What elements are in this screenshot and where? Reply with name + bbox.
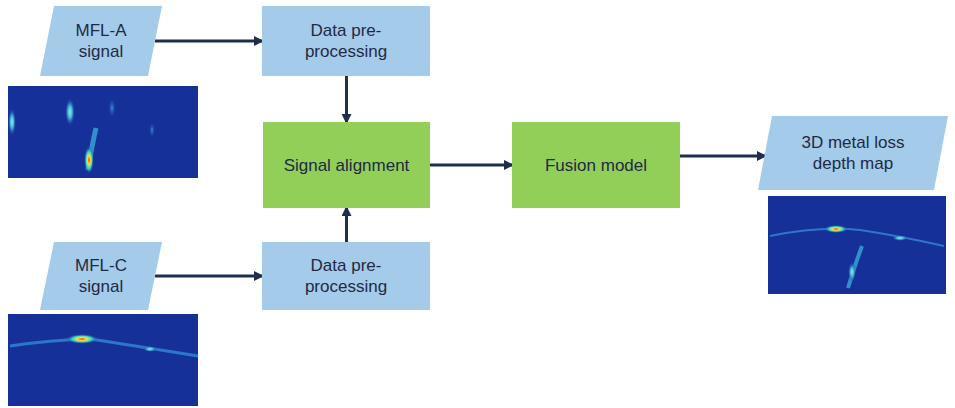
node-label: Fusion model xyxy=(545,155,647,176)
parallelogram-shape xyxy=(40,242,162,310)
node-label: Data pre-processing xyxy=(272,255,420,297)
node-label: 3D metal loss depth map xyxy=(780,132,926,174)
flow-arrow xyxy=(430,164,512,167)
depth-map-image xyxy=(768,196,946,294)
flow-arrow xyxy=(345,76,348,122)
flow-arrow xyxy=(155,275,262,278)
node-label: Signal alignment xyxy=(284,155,410,176)
input-signal: MFL-C signal xyxy=(40,242,162,310)
process-box: Signal alignment xyxy=(263,122,430,208)
flow-arrow xyxy=(345,208,348,242)
process-box: Fusion model xyxy=(512,122,680,208)
process-box: Data pre-processing xyxy=(262,6,430,76)
process-box: Data pre-processing xyxy=(262,242,430,310)
parallelogram-shape xyxy=(758,116,948,190)
node-label: MFL-A signal xyxy=(62,20,140,62)
node-label: Data pre-processing xyxy=(272,20,420,62)
output-map: 3D metal loss depth map xyxy=(758,116,948,190)
parallelogram-shape xyxy=(40,6,162,76)
input-signal: MFL-A signal xyxy=(40,6,162,76)
flow-arrow xyxy=(155,40,262,43)
node-label: MFL-C signal xyxy=(62,255,140,297)
mfl-c-image xyxy=(8,314,198,406)
mfl-a-image xyxy=(8,86,198,178)
flow-arrow xyxy=(680,155,765,158)
